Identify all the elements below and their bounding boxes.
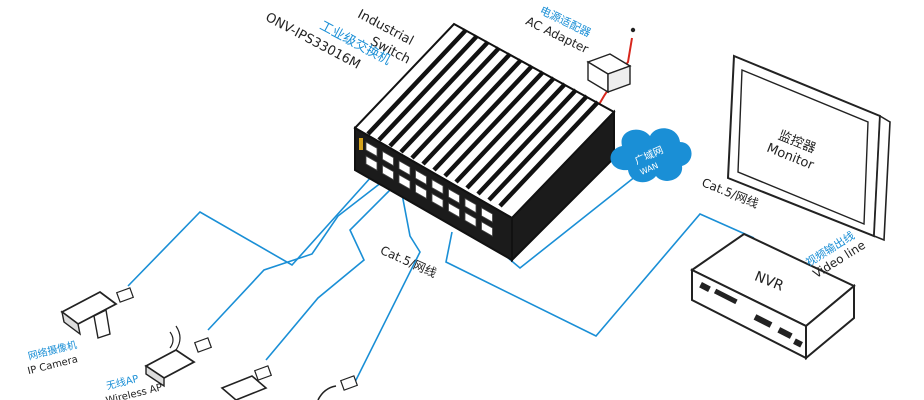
endpoint-device-3 bbox=[220, 365, 273, 400]
cable-device-3 bbox=[265, 187, 393, 361]
monitor bbox=[726, 54, 891, 242]
switch-port bbox=[382, 164, 394, 181]
industrial-switch bbox=[353, 22, 616, 263]
adapter-label: 电源适配器 AC Adapter bbox=[524, 3, 594, 56]
switch-label: Industrial Switch 工业级交换机 ONV-IPS33016M bbox=[263, 7, 416, 73]
switch-port bbox=[382, 150, 394, 167]
ip-camera-label: 网络摄像机 IP Camera bbox=[27, 338, 80, 377]
wireless-ap bbox=[144, 325, 213, 388]
cable-wireless-ap bbox=[207, 181, 383, 331]
switch-port bbox=[415, 183, 427, 200]
cable-device-4 bbox=[353, 193, 421, 385]
cable-ip-camera bbox=[127, 175, 373, 287]
ip-camera bbox=[60, 287, 135, 339]
switch-port bbox=[398, 160, 411, 176]
switch-port bbox=[448, 188, 460, 204]
nvr bbox=[690, 232, 856, 361]
switch-port bbox=[464, 211, 477, 228]
switch-power-led bbox=[359, 138, 363, 150]
cable-nvr bbox=[445, 213, 755, 337]
switch-port bbox=[365, 141, 378, 157]
switch-fins bbox=[366, 28, 600, 208]
switch-port bbox=[415, 169, 427, 186]
switch-port bbox=[431, 178, 444, 195]
switch-port bbox=[431, 192, 444, 209]
video-line-label: 视频输出线 Video line bbox=[803, 228, 868, 281]
switch-port bbox=[365, 155, 378, 171]
ac-adapter bbox=[586, 53, 632, 94]
endpoint-device-4 bbox=[317, 375, 359, 400]
switch-port bbox=[398, 174, 411, 190]
switch-port bbox=[481, 221, 493, 237]
switch-port bbox=[448, 202, 460, 218]
wan-cloud bbox=[610, 128, 692, 183]
switch-ports bbox=[365, 141, 493, 237]
switch-port bbox=[481, 207, 493, 223]
switch-port bbox=[464, 197, 477, 214]
wall-outlet bbox=[630, 27, 636, 33]
